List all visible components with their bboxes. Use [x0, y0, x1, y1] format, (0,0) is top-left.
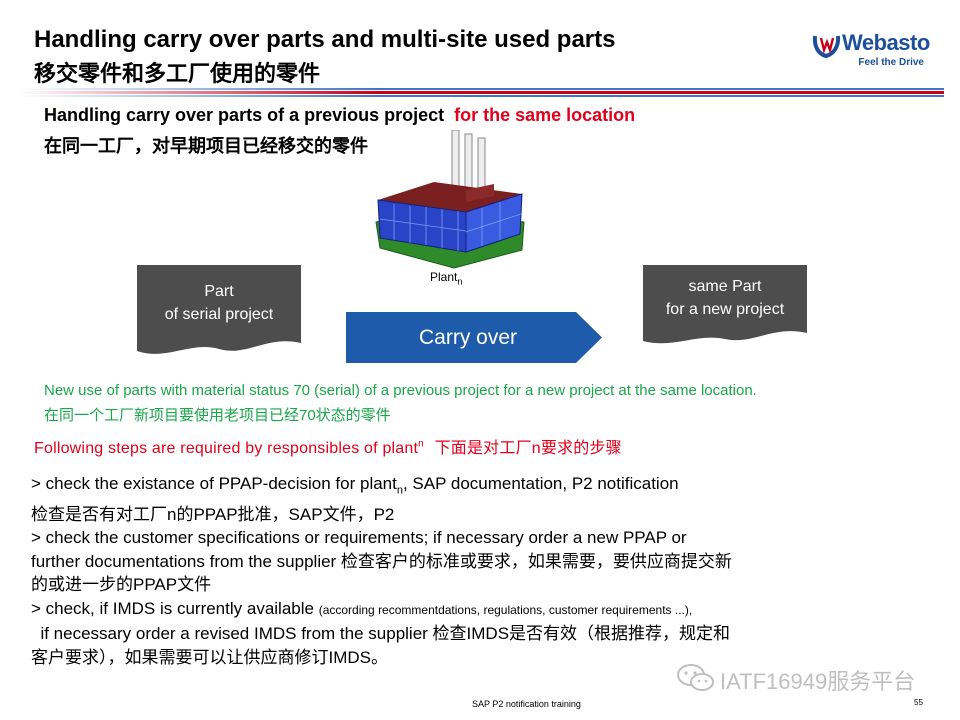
serial-part-box: Part of serial project — [137, 265, 301, 355]
step-1-en: > check the existance of PPAP-decision f… — [31, 474, 679, 497]
logo-tagline: Feel the Drive — [858, 57, 924, 68]
serial-part-line2: of serial project — [164, 306, 274, 323]
step-2-line2: further documentations from the supplier… — [31, 551, 732, 571]
plant-label: Plantn — [430, 270, 463, 287]
watermark: IATF16949服务平台 — [676, 660, 936, 696]
watermark-text: IATF16949服务平台 — [720, 669, 916, 694]
serial-part-line1: Part — [204, 283, 234, 300]
step-1-zh: 检查是否有对工厂n的PPAP批准，SAP文件，P2 — [31, 504, 395, 524]
page-number: 55 — [914, 698, 923, 707]
webasto-logo: Webasto Feel the Drive — [812, 30, 930, 72]
new-part-line2: for a new project — [665, 301, 785, 318]
logo-text: Webasto — [842, 30, 930, 55]
green-note-zh: 在同一个工厂新项目要使用老项目已经70状态的零件 — [44, 407, 391, 424]
steps-intro: Following steps are required by responsi… — [34, 438, 622, 457]
page-title-zh: 移交零件和多工厂使用的零件 — [34, 61, 321, 86]
header-stripe — [18, 88, 944, 98]
step-2-line3: 的或进一步的PPAP文件 — [31, 575, 212, 595]
intro-text: Handling carry over parts of a previous … — [44, 105, 445, 125]
factory-icon — [375, 130, 525, 269]
carry-over-label: Carry over — [418, 326, 518, 349]
webasto-logo-icon — [812, 35, 841, 59]
step-3-line3: 客户要求），如果需要可以让供应商修订IMDS。 — [31, 647, 388, 667]
wechat-icon — [677, 664, 714, 691]
step-3-line2: if necessary order a revised IMDS from t… — [31, 624, 731, 644]
step-2-line1: > check the customer specifications or r… — [31, 528, 687, 548]
intro-highlight: for the same location — [454, 105, 636, 125]
new-part-line1: same Part — [688, 278, 762, 295]
intro-line-en: Handling carry over parts of a previous … — [44, 105, 635, 126]
step-3-line1: > check, if IMDS is currently available … — [31, 598, 693, 618]
document-shape — [643, 265, 807, 344]
page-title-en: Handling carry over parts and multi-site… — [34, 26, 616, 53]
footer-text: SAP P2 notification training — [472, 699, 581, 709]
green-note-en: New use of parts with material status 70… — [44, 382, 757, 399]
new-part-box: same Part for a new project — [643, 265, 807, 345]
steps-list: > check the existance of PPAP-decision f… — [31, 472, 732, 669]
intro-line-zh: 在同一工厂，对早期项目已经移交的零件 — [44, 136, 368, 156]
document-shape — [137, 265, 301, 354]
carry-over-arrow — [346, 312, 602, 363]
